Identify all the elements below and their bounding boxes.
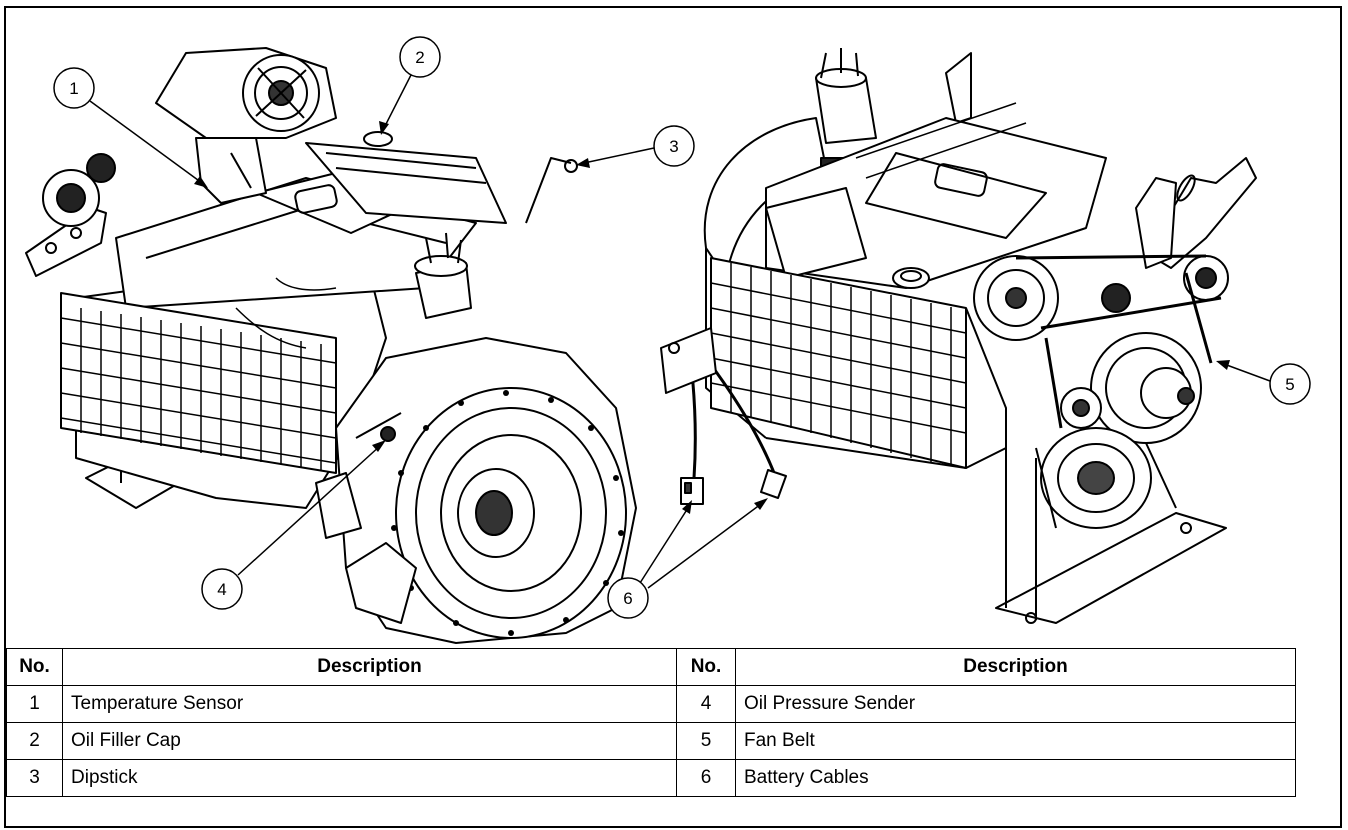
callout-4: 4 bbox=[201, 440, 386, 610]
row-description-right: Fan Belt bbox=[735, 722, 1296, 760]
header-no-left: No. bbox=[6, 648, 63, 686]
callout-2-number: 2 bbox=[415, 48, 424, 67]
parts-legend-table: No. Description No. Description 1 Temper… bbox=[6, 648, 1341, 797]
table-row: 3 Dipstick 6 Battery Cables bbox=[6, 759, 1341, 797]
callout-1: 1 bbox=[53, 67, 208, 188]
table-margin bbox=[1295, 648, 1341, 686]
callout-5: 5 bbox=[1216, 360, 1311, 405]
callout-1-number: 1 bbox=[69, 79, 78, 98]
callout-2: 2 bbox=[379, 36, 441, 135]
callout-3-number: 3 bbox=[669, 137, 678, 156]
table-header-row: No. Description No. Description bbox=[6, 648, 1341, 686]
callout-3: 3 bbox=[576, 125, 695, 168]
row-no-right: 4 bbox=[676, 685, 736, 723]
row-description-left: Oil Filler Cap bbox=[62, 722, 677, 760]
left-engine-drawing bbox=[25, 47, 637, 644]
row-description-right: Battery Cables bbox=[735, 759, 1296, 797]
row-no-right: 5 bbox=[676, 722, 736, 760]
row-description-left: Dipstick bbox=[62, 759, 677, 797]
row-description-left: Temperature Sensor bbox=[62, 685, 677, 723]
table-margin bbox=[1295, 685, 1341, 723]
row-no-right: 6 bbox=[676, 759, 736, 797]
callout-6: 6 bbox=[607, 498, 768, 619]
header-description-left: Description bbox=[62, 648, 677, 686]
table-margin bbox=[1295, 722, 1341, 760]
callout-4-number: 4 bbox=[217, 580, 226, 599]
row-no-left: 2 bbox=[6, 722, 63, 760]
row-description-right: Oil Pressure Sender bbox=[735, 685, 1296, 723]
figure-frame: 1 2 3 4 bbox=[4, 6, 1342, 828]
row-no-left: 1 bbox=[6, 685, 63, 723]
right-engine-drawing bbox=[660, 48, 1257, 624]
callout-6-number: 6 bbox=[623, 589, 632, 608]
header-description-right: Description bbox=[735, 648, 1296, 686]
callout-5-number: 5 bbox=[1285, 375, 1294, 394]
table-row: 2 Oil Filler Cap 5 Fan Belt bbox=[6, 722, 1341, 760]
table-margin bbox=[1295, 759, 1341, 797]
engine-illustration: 1 2 3 4 bbox=[6, 8, 1340, 648]
row-no-left: 3 bbox=[6, 759, 63, 797]
table-row: 1 Temperature Sensor 4 Oil Pressure Send… bbox=[6, 685, 1341, 723]
header-no-right: No. bbox=[676, 648, 736, 686]
